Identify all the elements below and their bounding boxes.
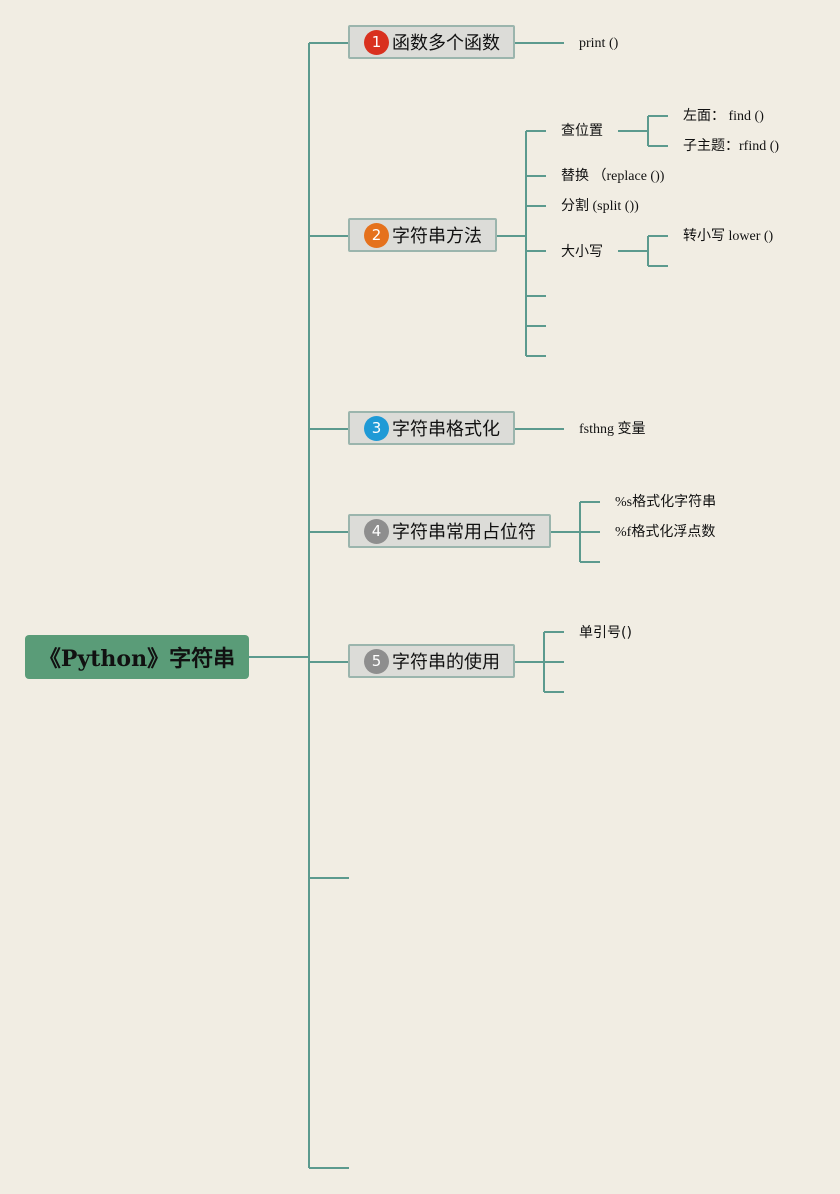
leaf-percent-f[interactable]: %f格式化浮点数 — [615, 525, 716, 540]
topic-3-label: 字符串格式化 — [392, 419, 500, 440]
leaf-print[interactable]: print () — [579, 36, 619, 51]
topic-4-label: 字符串常用占位符 — [392, 522, 536, 543]
leaf-single-quote[interactable]: 单引号() — [579, 625, 632, 641]
leaf-percent-s[interactable]: %s格式化字符串 — [615, 495, 717, 510]
leaf-replace[interactable]: 替换 （replace ()) — [561, 169, 665, 184]
root-node[interactable]: 《Python》字符串 — [25, 635, 249, 679]
leaf-rfind[interactable]: 子主题：rfind () — [683, 139, 780, 154]
leaf-split[interactable]: 分割 (split ()) — [561, 199, 639, 214]
topic-2-label: 字符串方法 — [392, 226, 482, 247]
leaf-find-position[interactable]: 查位置 — [561, 123, 603, 139]
topic-3-node[interactable]: 3 字符串格式化 — [348, 411, 515, 445]
number-2-badge-icon: 2 — [364, 222, 389, 248]
leaf-case[interactable]: 大小写 — [561, 244, 603, 260]
leaf-lower[interactable]: 转小写 lower () — [683, 229, 774, 244]
number-3-badge-icon: 3 — [364, 415, 389, 441]
topic-2-node[interactable]: 2 字符串方法 — [348, 218, 497, 252]
number-4-badge-icon: 4 — [364, 518, 389, 544]
topic-4-node[interactable]: 4 字符串常用占位符 — [348, 514, 551, 548]
number-5-badge-icon: 5 — [364, 648, 389, 674]
leaf-find-left[interactable]: 左面： find () — [683, 109, 764, 124]
leaf-fstring[interactable]: fsthng 变量 — [579, 422, 646, 437]
topic-1-label: 函数多个函数 — [392, 33, 500, 54]
topic-5-label: 字符串的使用 — [392, 652, 500, 673]
number-1-badge-icon: 1 — [364, 29, 389, 55]
topic-5-node[interactable]: 5 字符串的使用 — [348, 644, 515, 678]
root-label: 《Python》字符串 — [38, 646, 236, 672]
topic-1-node[interactable]: 1 函数多个函数 — [348, 25, 515, 59]
